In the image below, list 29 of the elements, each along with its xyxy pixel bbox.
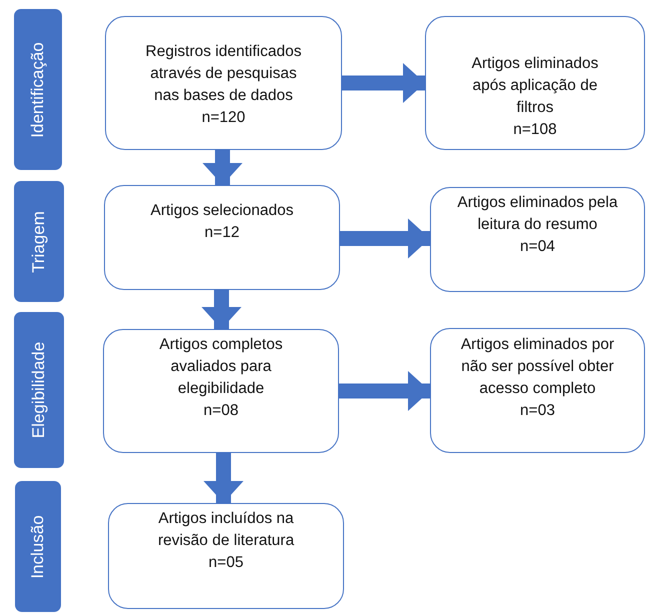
phase-band [14,312,64,468]
block-arrow [340,218,430,258]
phase-band [15,481,61,612]
count-text: n=12 [204,223,240,243]
count-text: n=04 [519,237,556,257]
phase-band [14,9,62,170]
block-arrow [202,150,242,185]
phase-label: Identificação [28,42,48,138]
phase-band [14,181,64,302]
process-box [103,329,339,453]
phase-label: Triagem [29,210,49,272]
block-arrow [339,371,430,411]
block-arrow [202,290,242,329]
count-text: n=05 [208,553,244,573]
count-text: n=03 [519,401,556,421]
block-arrow [204,453,244,503]
process-box [430,187,645,292]
count-text: n=08 [202,401,240,421]
process-box [105,16,342,150]
phase-label: Inclusão [28,514,48,578]
phase-label: Elegibilidade [29,342,49,438]
process-box [425,16,645,150]
count-text: n=108 [512,120,558,140]
block-arrow [342,63,425,103]
count-text: n=120 [200,108,246,128]
process-box [430,328,645,453]
box-text: Artigos selecionados [149,201,295,221]
process-box [108,503,344,609]
process-box [104,185,340,290]
